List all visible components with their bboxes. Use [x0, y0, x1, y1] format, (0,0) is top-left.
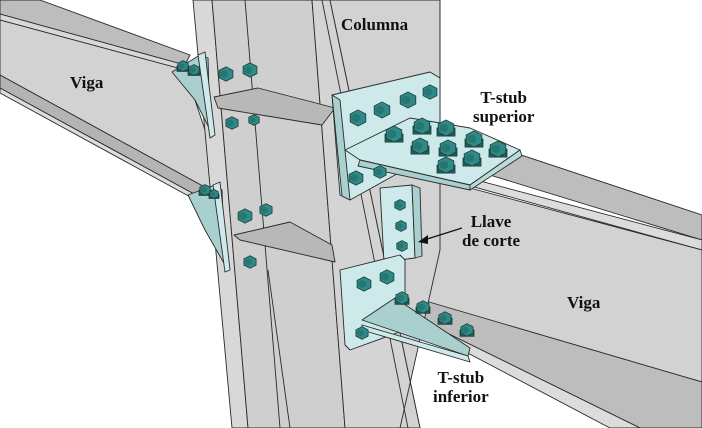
tstub-bottom-flange-bolt	[394, 291, 410, 305]
tstub-top-flange-bolt	[438, 139, 458, 157]
tstub-top-web-bolt	[373, 101, 391, 119]
llave-de-corte-label: Llave de corte	[462, 212, 520, 250]
tstub-top-flange-bolt	[410, 137, 430, 155]
tstub-inferior-label-line1: T-stub	[437, 368, 485, 387]
tstub-inferior-label-line2: inferior	[433, 387, 489, 406]
tstub-top-web-bolt	[373, 165, 387, 179]
llave-de-corte-label-line1: Llave	[470, 212, 512, 231]
beam-left-label: Viga	[70, 73, 104, 92]
tstub-superior-label-line1: T-stub	[480, 88, 528, 107]
tstub-bottom-flange-plate	[361, 297, 471, 357]
beam-right-label: Viga	[567, 293, 601, 312]
tstub-top-flange-bolt	[462, 149, 482, 167]
column-bolt	[242, 62, 258, 78]
left-tstub-top-bolt	[187, 64, 201, 76]
tstub-top-flange-bolt	[436, 119, 456, 137]
tstub-bottom-web-bolt	[355, 326, 369, 340]
tstub-superior-label: T-stub superior	[473, 88, 534, 126]
tstub-top-web-bolt	[399, 91, 417, 109]
left-tstub-top	[171, 51, 216, 139]
column-stiffener-bottom	[233, 221, 336, 263]
tstub-top-flange-bolt	[436, 156, 456, 174]
left-beam	[0, 0, 216, 206]
left-beam-top-flange	[0, 0, 191, 66]
column-bolt	[248, 114, 260, 126]
tstub-inferior-label: T-stub inferior	[433, 368, 489, 406]
column-bolt	[218, 66, 234, 82]
tstub-top-flange-bolt	[488, 140, 508, 158]
shear-key-bolt	[396, 240, 408, 252]
tstub-top-web-bolt	[422, 84, 438, 100]
column-bolt	[237, 208, 253, 224]
tstub-top-flange-bolt	[412, 117, 432, 135]
tstub-bottom-web-bolt	[379, 269, 395, 285]
shear-key-bolt	[395, 220, 407, 232]
tstub-bottom-flange-bolt	[437, 311, 453, 325]
llave-de-corte-label-line2: de corte	[462, 231, 521, 250]
tstub-superior-label-line2: superior	[473, 107, 535, 126]
column-label: Columna	[341, 15, 409, 34]
bolts	[176, 60, 508, 340]
tstub-top-web-bolt	[349, 109, 367, 127]
left-tstub-bottom-bolt	[198, 184, 212, 196]
column-bolt	[259, 203, 273, 217]
tstub-bottom-web-bolt	[356, 276, 372, 292]
tstub-bottom-flange-bolt	[459, 323, 475, 337]
tstub-bottom-flange-bolt	[415, 300, 431, 314]
left-tstub-top-bolt	[176, 60, 190, 72]
column-stiffener-top	[213, 87, 336, 126]
left-tstub-bottom	[187, 181, 231, 273]
shear-key-arrow	[418, 227, 463, 244]
shear-key-bolt	[394, 199, 406, 211]
tstub-top-flange-bolt	[464, 130, 484, 148]
tstub-top-flange-bolt	[384, 125, 404, 143]
column-bolt	[225, 116, 239, 130]
column-bolt	[243, 255, 257, 269]
left-tstub-bottom-bolt	[208, 189, 220, 199]
tstub-top-web-bolt	[348, 170, 364, 186]
